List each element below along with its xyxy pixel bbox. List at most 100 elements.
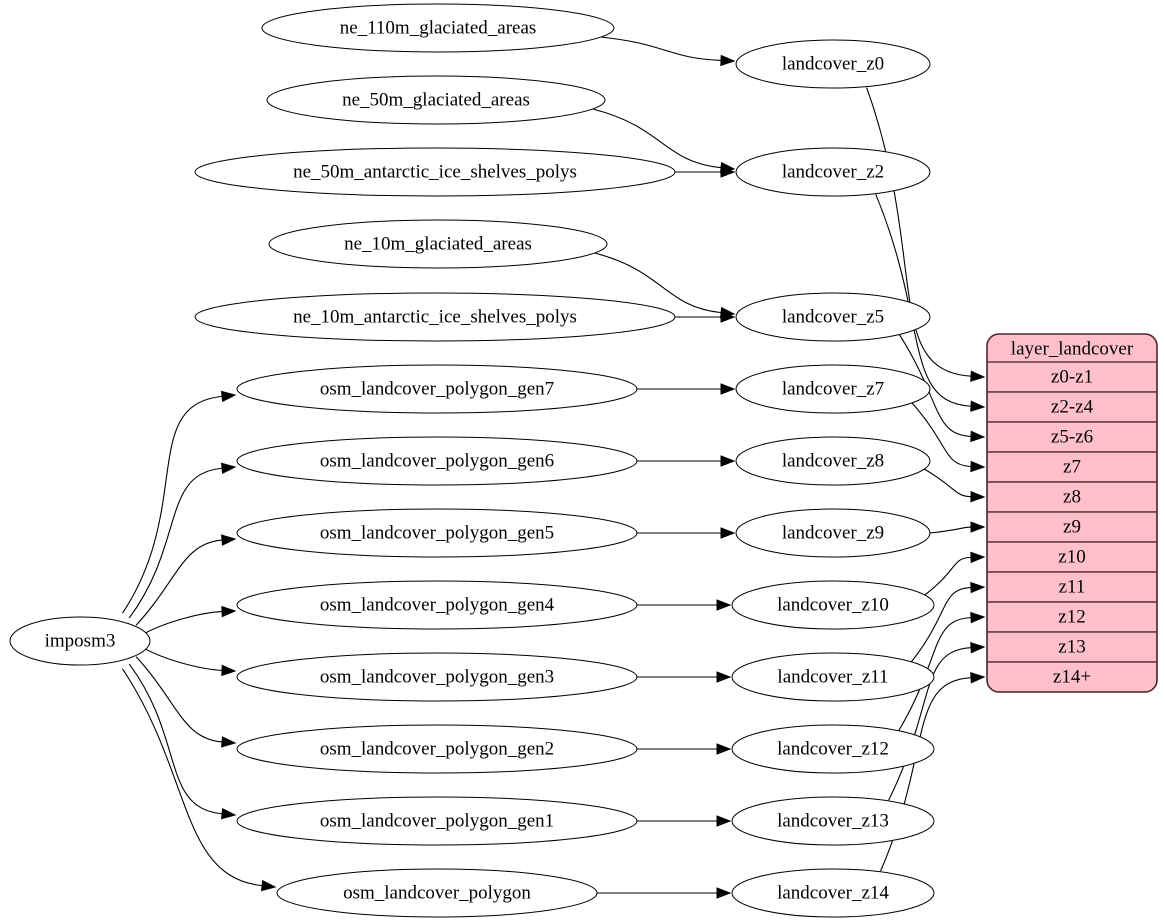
node-imposm3[interactable]: imposm3 [9, 616, 151, 666]
node-shape [276, 868, 598, 918]
node-label: ne_50m_glaciated_areas [342, 89, 530, 110]
table-row-label-6: z10 [1058, 546, 1085, 567]
node-landcover_z10[interactable]: landcover_z10 [731, 580, 935, 630]
node-osm_landcover_polygon_gen3[interactable]: osm_landcover_polygon_gen3 [236, 652, 638, 702]
node-shape [194, 147, 676, 197]
arrow-head [716, 887, 732, 899]
table-header-label: layer_landcover [1011, 338, 1134, 359]
table-row-10[interactable] [987, 661, 1157, 692]
node-shape [735, 364, 931, 414]
table-header-bg [987, 334, 1157, 362]
edge [135, 656, 223, 743]
table-outline [986, 333, 1158, 693]
table-row-label-8: z12 [1058, 606, 1085, 627]
node-osm_landcover_polygon_gen1[interactable]: osm_landcover_polygon_gen1 [236, 796, 638, 846]
edge [595, 252, 722, 314]
node-osm_landcover_polygon_gen2[interactable]: osm_landcover_polygon_gen2 [236, 724, 638, 774]
edge [888, 647, 972, 801]
arrow-head [970, 460, 986, 473]
node-landcover_z8[interactable]: landcover_z8 [735, 436, 931, 486]
arrow-head [970, 581, 986, 594]
table-row-label-7: z11 [1059, 576, 1086, 597]
table-row-2[interactable] [987, 421, 1157, 453]
node-osm_landcover_polygon_gen6[interactable]: osm_landcover_polygon_gen6 [236, 436, 638, 486]
node-label: landcover_z14 [777, 882, 889, 903]
node-shape [731, 796, 935, 846]
node-landcover_z11[interactable]: landcover_z11 [731, 652, 935, 702]
arrow-head [970, 490, 986, 503]
node-label: osm_landcover_polygon_gen1 [320, 810, 554, 831]
node-osm_landcover_polygon_gen5[interactable]: osm_landcover_polygon_gen5 [236, 508, 638, 558]
arrow-head [716, 671, 732, 683]
node-label: ne_110m_glaciated_areas [340, 17, 537, 38]
arrow-head [970, 370, 986, 382]
table-row-label-9: z13 [1058, 636, 1085, 657]
node-shape [731, 652, 935, 702]
arrow-head [720, 311, 736, 323]
edge [911, 402, 972, 468]
node-shape [735, 147, 931, 197]
node-shape [735, 508, 931, 558]
node-label: landcover_z12 [777, 738, 889, 759]
edge [140, 611, 223, 636]
node-osm_landcover_polygon[interactable]: osm_landcover_polygon [276, 868, 598, 918]
arrow-head [220, 390, 237, 403]
node-landcover_z9[interactable]: landcover_z9 [735, 508, 931, 558]
edge [128, 663, 223, 815]
arrow-head [716, 743, 732, 755]
node-layer: imposm3 ne_110m_glaciated_areas ne_50m_gla… [9, 3, 935, 918]
table-row-1[interactable] [987, 391, 1157, 423]
table-row-8[interactable] [987, 601, 1157, 633]
edge [929, 526, 972, 534]
node-landcover_z0[interactable]: landcover_z0 [735, 39, 931, 89]
node-label: osm_landcover_polygon_gen3 [320, 666, 554, 687]
table-row-3[interactable] [987, 451, 1157, 483]
edge [923, 556, 972, 597]
node-label: imposm3 [45, 630, 116, 651]
layer-landcover-table: layer_landcoverz0-z1z2-z4z5-z6z7z8z9z10z… [986, 333, 1158, 693]
node-ne_110m_glaciated_areas[interactable]: ne_110m_glaciated_areas [261, 3, 615, 53]
node-shape [735, 292, 931, 342]
node-label: ne_10m_antarctic_ice_shelves_polys [293, 306, 577, 327]
table-row-9[interactable] [987, 631, 1157, 663]
node-ne_10m_antarctic_ice_shelves_polys[interactable]: ne_10m_antarctic_ice_shelves_polys [194, 292, 676, 342]
arrow-head [970, 551, 986, 564]
node-landcover_z14[interactable]: landcover_z14 [731, 868, 935, 918]
node-label: ne_50m_antarctic_ice_shelves_polys [293, 161, 577, 182]
table-row-7[interactable] [987, 571, 1157, 603]
edge [899, 334, 972, 437]
node-osm_landcover_polygon_gen7[interactable]: osm_landcover_polygon_gen7 [236, 364, 638, 414]
edge [128, 467, 223, 619]
node-label: osm_landcover_polygon_gen2 [320, 738, 554, 759]
table-row-label-3: z7 [1063, 456, 1081, 477]
table-row-label-10: z14+ [1053, 666, 1091, 687]
node-label: ne_10m_glaciated_areas [344, 233, 532, 254]
node-label: landcover_z8 [782, 450, 884, 471]
node-landcover_z7[interactable]: landcover_z7 [735, 364, 931, 414]
edge [880, 677, 972, 872]
node-shape [268, 219, 608, 269]
node-shape [236, 364, 638, 414]
node-shape [735, 436, 931, 486]
node-landcover_z12[interactable]: landcover_z12 [731, 724, 935, 774]
arrow-head [716, 815, 732, 827]
arrow-head [716, 599, 732, 611]
arrow-head [221, 736, 237, 748]
node-landcover_z5[interactable]: landcover_z5 [735, 292, 931, 342]
node-ne_50m_antarctic_ice_shelves_polys[interactable]: ne_50m_antarctic_ice_shelves_polys [194, 147, 676, 197]
node-shape [731, 724, 935, 774]
arrow-head [970, 430, 986, 443]
edge [601, 36, 722, 61]
node-shape [236, 724, 638, 774]
node-ne_50m_glaciated_areas[interactable]: ne_50m_glaciated_areas [266, 75, 606, 125]
node-landcover_z2[interactable]: landcover_z2 [735, 147, 931, 197]
edge [593, 108, 722, 169]
arrow-head [720, 166, 736, 178]
node-label: osm_landcover_polygon_gen4 [320, 594, 555, 615]
node-ne_10m_glaciated_areas[interactable]: ne_10m_glaciated_areas [268, 219, 608, 269]
node-landcover_z13[interactable]: landcover_z13 [731, 796, 935, 846]
node-shape [9, 616, 151, 666]
node-osm_landcover_polygon_gen4[interactable]: osm_landcover_polygon_gen4 [236, 580, 638, 630]
node-shape [236, 436, 638, 486]
node-label: landcover_z11 [777, 666, 888, 687]
